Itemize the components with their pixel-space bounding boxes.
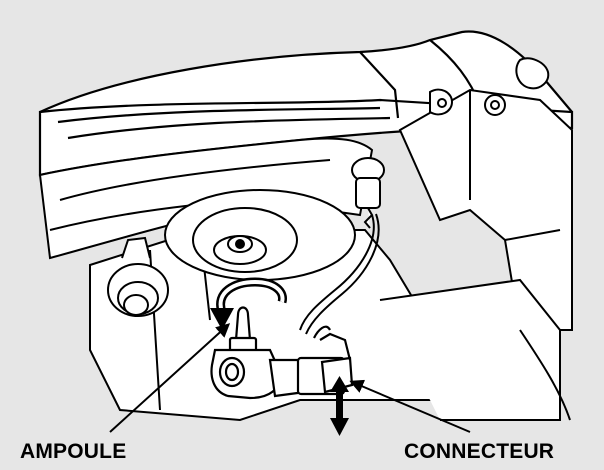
upper-socket-with-wire (299, 157, 385, 335)
double-headed-vertical-arrow-icon (330, 376, 349, 436)
connector-label: CONNECTEUR (404, 440, 555, 463)
curved-rotation-arrow-icon (210, 277, 287, 330)
rear-housing (89, 229, 571, 422)
bulb-label: AMPOULE (20, 440, 127, 463)
leader-lines (109, 323, 471, 433)
side-bulb-socket (107, 236, 169, 317)
main-bulb-socket (164, 189, 356, 281)
mounting-bracket (398, 57, 573, 331)
removed-bulb (210, 306, 307, 400)
bulb-connector (296, 325, 354, 396)
